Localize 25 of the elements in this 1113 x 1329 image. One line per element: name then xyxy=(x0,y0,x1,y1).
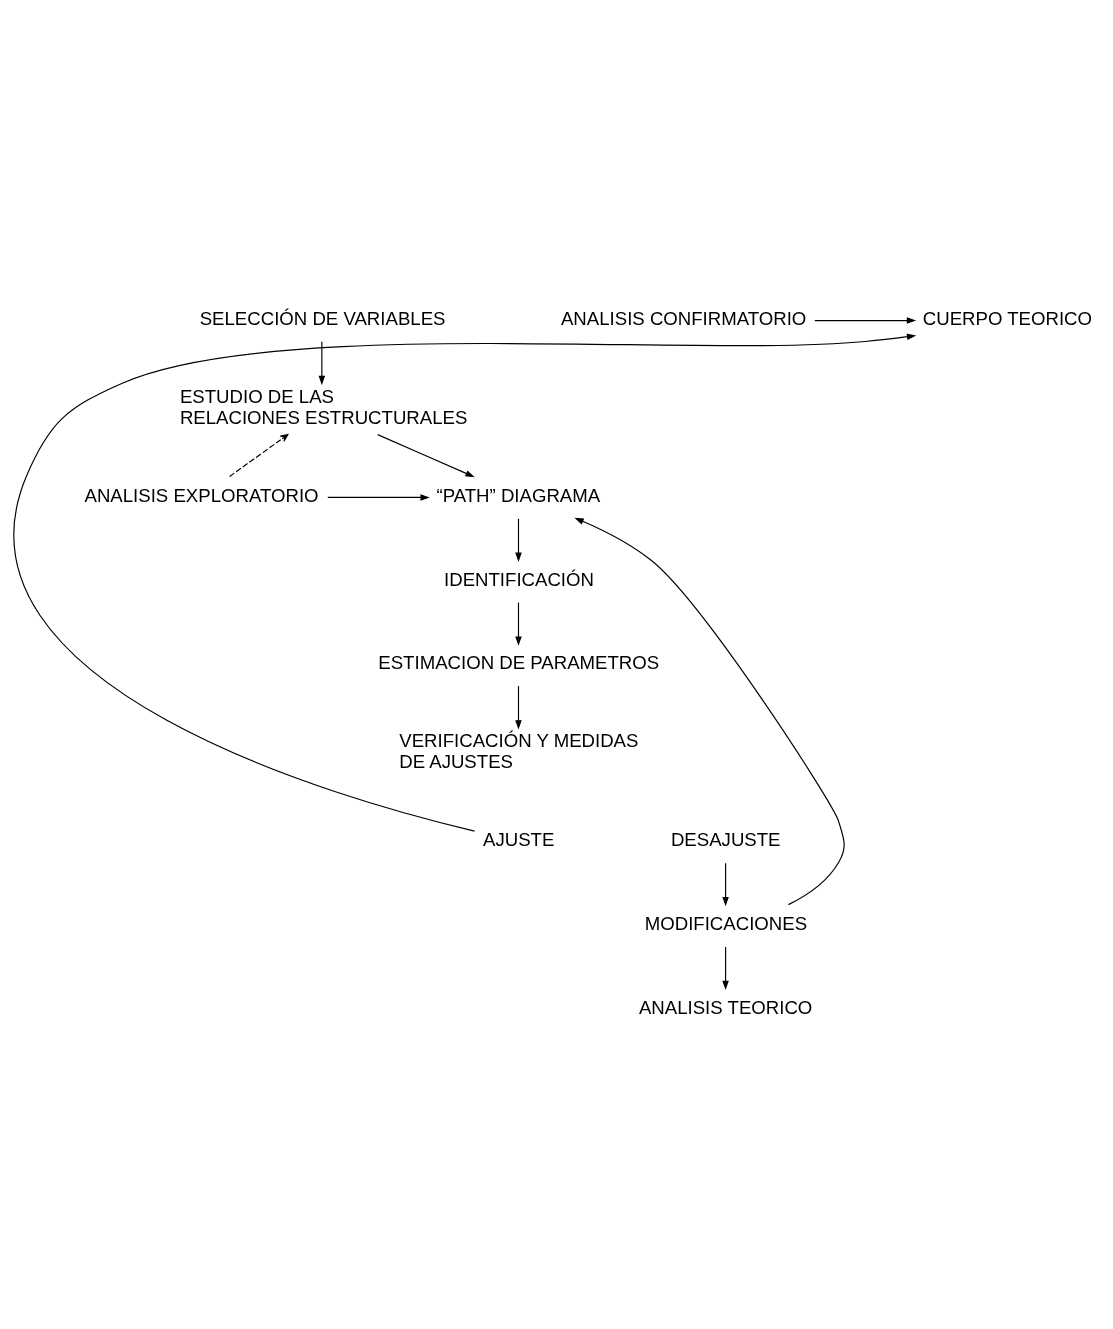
arrow xyxy=(229,433,289,477)
node-text: CUERPO TEORICO xyxy=(922,307,1093,329)
arrow xyxy=(327,493,430,501)
node-text: VERIFICACIÓN Y MEDIDAS DE AJUSTES xyxy=(399,729,639,772)
node-text: ESTUDIO DE LAS RELACIONES ESTRUCTURALES xyxy=(179,385,468,428)
node-text: SELECCIÓN DE VARIABLES xyxy=(199,307,446,329)
arrow xyxy=(377,433,475,477)
node-text: ANALISIS EXPLORATORIO xyxy=(84,484,319,506)
arrow xyxy=(13,333,917,832)
arrow xyxy=(814,316,917,324)
node-text: IDENTIFICACIÓN xyxy=(444,568,594,590)
node-text: DESAJUSTE xyxy=(670,828,781,850)
node-text: ESTIMACION DE PARAMETROS xyxy=(378,651,660,673)
arrow xyxy=(318,340,326,385)
node-text: “PATH” DIAGRAMA xyxy=(436,484,601,506)
arrow xyxy=(515,685,522,730)
node-text: ANALISIS TEORICO xyxy=(638,996,813,1018)
node-text: ANALISIS CONFIRMATORIO xyxy=(560,307,807,329)
node-text: AJUSTE xyxy=(483,828,555,850)
node-text: MODIFICACIONES xyxy=(644,912,808,934)
arrow xyxy=(515,601,522,646)
arrow xyxy=(515,517,522,562)
arrow xyxy=(574,517,845,905)
arrow xyxy=(722,945,729,990)
arrow xyxy=(722,862,729,906)
